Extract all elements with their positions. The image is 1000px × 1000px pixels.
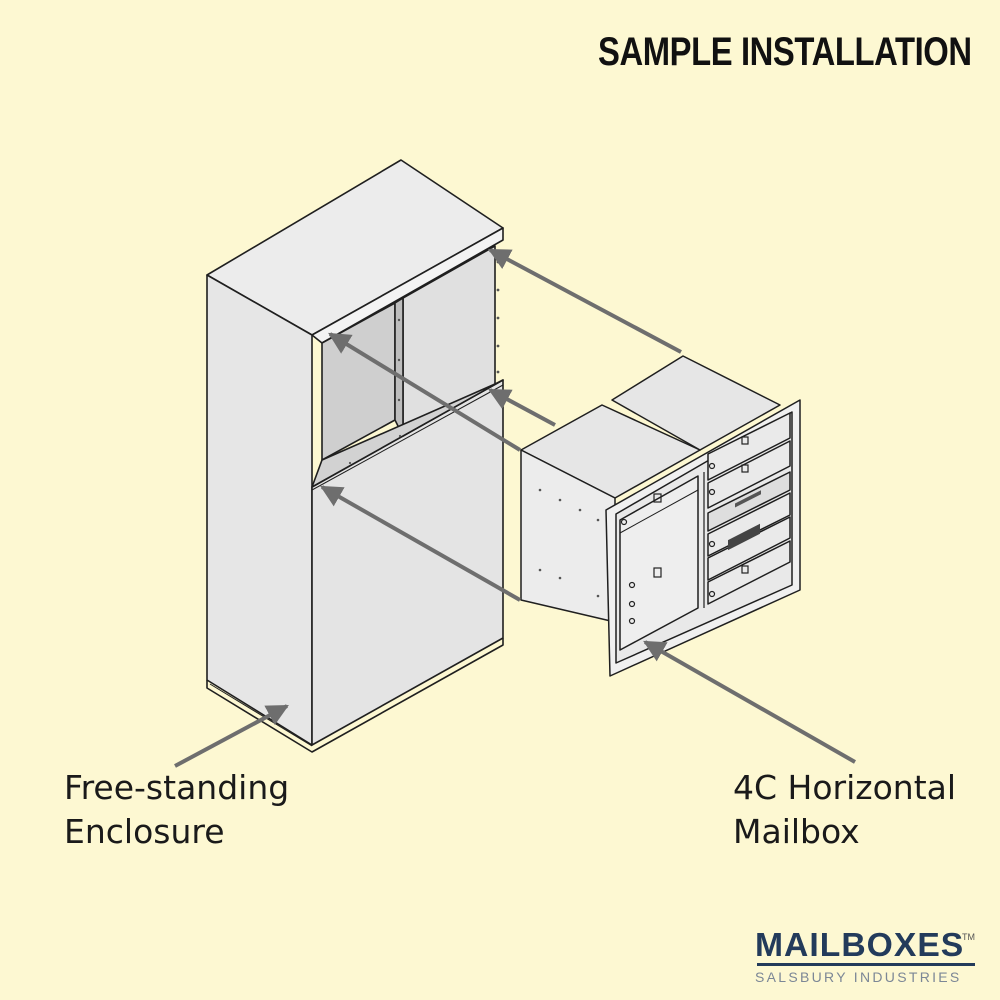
- brand-tagline: SALSBURY INDUSTRIES: [755, 969, 962, 985]
- brand-logo: MAILBOXES TM SALSBURY INDUSTRIES: [755, 928, 977, 985]
- mailbox-label-line1: 4C Horizontal: [733, 768, 957, 807]
- enclosure-label: Free-standing Enclosure: [64, 766, 289, 854]
- mailbox-door-locks: [620, 436, 749, 625]
- installation-arrows: [174, 248, 856, 768]
- mailbox-side-screw-holes: [538, 488, 600, 598]
- mailbox-label: 4C Horizontal Mailbox: [733, 766, 956, 854]
- page-title: SAMPLE INSTALLATION: [598, 30, 972, 74]
- mailbox-outgoing-slot: [728, 490, 761, 551]
- brand-name: MAILBOXES: [755, 926, 965, 963]
- mailbox-label-line2: Mailbox: [733, 812, 860, 851]
- enclosure-screw-holes: [348, 260, 500, 465]
- enclosure-label-line1: Free-standing: [64, 768, 290, 807]
- brand-trademark: TM: [962, 932, 975, 942]
- free-standing-enclosure: [206, 159, 504, 753]
- enclosure-label-line2: Enclosure: [64, 812, 225, 851]
- 4c-horizontal-mailbox: [520, 355, 801, 677]
- brand-divider: [757, 963, 975, 966]
